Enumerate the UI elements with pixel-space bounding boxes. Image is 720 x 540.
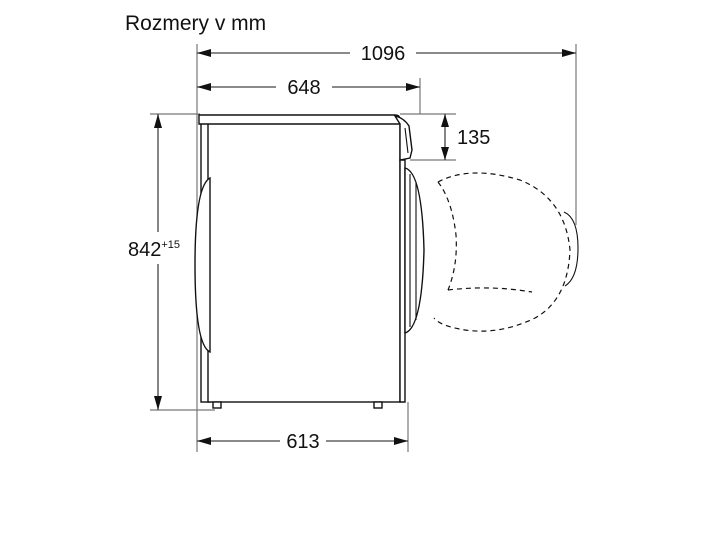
- open-door-outline: [433, 172, 579, 332]
- appliance-body: [194, 114, 425, 409]
- label-top-depth: 648: [287, 77, 320, 99]
- diagram-title: Rozmery v mm: [125, 12, 267, 35]
- label-base-depth: 613: [286, 431, 319, 453]
- label-total-depth: 1096: [361, 43, 406, 65]
- dimension-total-depth: 1096: [197, 43, 576, 65]
- label-door-height: 135: [457, 127, 490, 149]
- dimension-top-depth: 648: [197, 77, 420, 99]
- label-height: 842+15: [128, 239, 180, 261]
- dimension-door-height: 135: [441, 114, 490, 160]
- dimension-base-depth: 613: [197, 431, 408, 453]
- dimension-height: 842+15: [128, 114, 180, 410]
